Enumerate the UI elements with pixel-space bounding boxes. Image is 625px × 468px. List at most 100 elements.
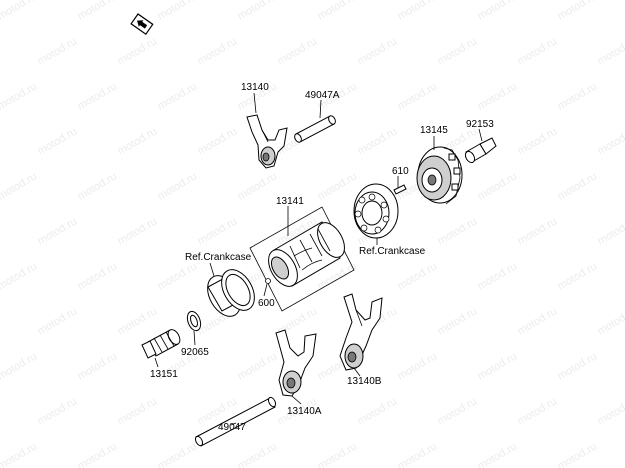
part-13145-segment <box>416 146 463 205</box>
watermark-text: motod.ru <box>36 305 80 337</box>
watermark-text: motod.ru <box>516 305 560 337</box>
watermark-text: motod.ru <box>116 125 160 157</box>
watermark-text: motod.ru <box>76 0 120 23</box>
watermark-text: motod.ru <box>316 0 360 23</box>
watermark-text: motod.ru <box>436 215 480 247</box>
part-92153-bolt <box>464 137 497 164</box>
watermark-text: motod.ru <box>76 350 120 382</box>
watermark-text: motod.ru <box>0 170 39 202</box>
part-13140B-shift-fork <box>339 293 383 371</box>
watermark-text: motod.ru <box>236 170 280 202</box>
watermark-text: motod.ru <box>0 350 39 382</box>
watermark-text: motod.ru <box>76 80 120 112</box>
part-bearing-right <box>353 183 399 239</box>
watermark-text: motod.ru <box>556 80 600 112</box>
watermark-text: motod.ru <box>196 215 240 247</box>
watermark-text: motod.ru <box>596 215 625 247</box>
part-49047A-shift-rod <box>294 115 336 143</box>
part-610-pin <box>393 184 407 195</box>
callout-labels: 13140 49047A 13145 92153 610 13141 Ref.C… <box>150 82 494 433</box>
watermark-text: motod.ru <box>396 350 440 382</box>
watermark-text: motod.ru <box>0 260 39 292</box>
front-arrow-icon <box>130 13 154 35</box>
watermark-text: motod.ru <box>36 125 80 157</box>
watermark-text: motod.ru <box>156 0 200 23</box>
watermark-text: motod.ru <box>476 350 520 382</box>
watermark-text: motod.ru <box>436 305 480 337</box>
watermark-text: motod.ru <box>156 170 200 202</box>
watermark-text: motod.ru <box>236 0 280 23</box>
watermark-text: motod.ru <box>116 35 160 67</box>
label-49047: 49047 <box>218 422 246 433</box>
watermark-text: motod.ru <box>556 440 600 468</box>
watermark-text: motod.ru <box>236 350 280 382</box>
label-92153: 92153 <box>466 119 494 130</box>
watermark-text: motod.ru <box>116 305 160 337</box>
label-13140B: 13140B <box>347 376 382 387</box>
label-13140A: 13140A <box>287 406 322 417</box>
watermark-text: motod.ru <box>396 0 440 23</box>
leader-lines <box>154 92 483 426</box>
watermark-text: motod.ru <box>476 440 520 468</box>
watermark-text: motod.ru <box>36 215 80 247</box>
label-13141: 13141 <box>276 196 304 207</box>
watermark-text: motod.ru <box>476 170 520 202</box>
watermark-text: motod.ru <box>436 35 480 67</box>
watermark-text: motod.ru <box>76 440 120 468</box>
watermark-text: motod.ru <box>0 440 39 468</box>
watermark-text: motod.ru <box>36 395 80 427</box>
part-92065-washer <box>186 310 202 332</box>
watermark-text: motod.ru <box>556 170 600 202</box>
label-600: 600 <box>258 298 275 309</box>
watermark-text: motod.ru <box>156 440 200 468</box>
watermark-text: motod.ru <box>236 440 280 468</box>
watermark-text: motod.ru <box>356 35 400 67</box>
watermark-text: motod.ru <box>436 395 480 427</box>
watermark-text: motod.ru <box>476 80 520 112</box>
watermark-text: motod.ru <box>596 35 625 67</box>
watermark-text: motod.ru <box>196 35 240 67</box>
watermark-text: motod.ru <box>356 395 400 427</box>
watermark-text: motod.ru <box>556 0 600 23</box>
label-ref-crankcase-left: Ref.Crankcase <box>185 252 252 263</box>
watermark-text: motod.ru <box>116 215 160 247</box>
label-610: 610 <box>392 166 409 177</box>
watermark-text: motod.ru <box>316 170 360 202</box>
watermark-text: motod.ru <box>516 125 560 157</box>
watermark-text: motod.ru <box>516 215 560 247</box>
watermark-text: motod.ru <box>276 35 320 67</box>
watermark-text: motod.ru <box>396 440 440 468</box>
watermark-text: motod.ru <box>556 350 600 382</box>
watermark-text: motod.ru <box>556 260 600 292</box>
watermark-text: motod.ru <box>476 0 520 23</box>
watermark-text: motod.ru <box>516 35 560 67</box>
watermark-text: motod.ru <box>516 395 560 427</box>
part-needle-bearing-left <box>207 269 255 317</box>
watermark-text: motod.ru <box>476 260 520 292</box>
watermark-text: motod.ru <box>396 260 440 292</box>
part-13140A-shift-fork <box>275 329 317 397</box>
part-13140-shift-fork <box>246 114 288 169</box>
watermark-text: motod.ru <box>196 125 240 157</box>
watermark-text: motod.ru <box>596 395 625 427</box>
part-13151-neutral-switch-pin <box>141 329 181 359</box>
label-ref-crankcase-right: Ref.Crankcase <box>359 246 426 257</box>
watermark-text: motod.ru <box>116 395 160 427</box>
label-92065: 92065 <box>181 347 209 358</box>
part-49047-shift-rod <box>194 396 277 447</box>
label-13151: 13151 <box>150 369 178 380</box>
watermark-text: motod.ru <box>0 80 39 112</box>
watermark-text: motod.ru <box>36 35 80 67</box>
label-49047A: 49047A <box>305 90 340 101</box>
watermark-text: motod.ru <box>596 305 625 337</box>
watermark-text: motod.ru <box>156 80 200 112</box>
watermark-text: motod.ru <box>76 170 120 202</box>
label-13145: 13145 <box>420 125 448 136</box>
watermark-text: motod.ru <box>596 125 625 157</box>
part-13141-shift-drum <box>249 206 355 312</box>
label-13140: 13140 <box>241 82 269 93</box>
watermark-text: motod.ru <box>316 440 360 468</box>
watermark-text: motod.ru <box>156 260 200 292</box>
